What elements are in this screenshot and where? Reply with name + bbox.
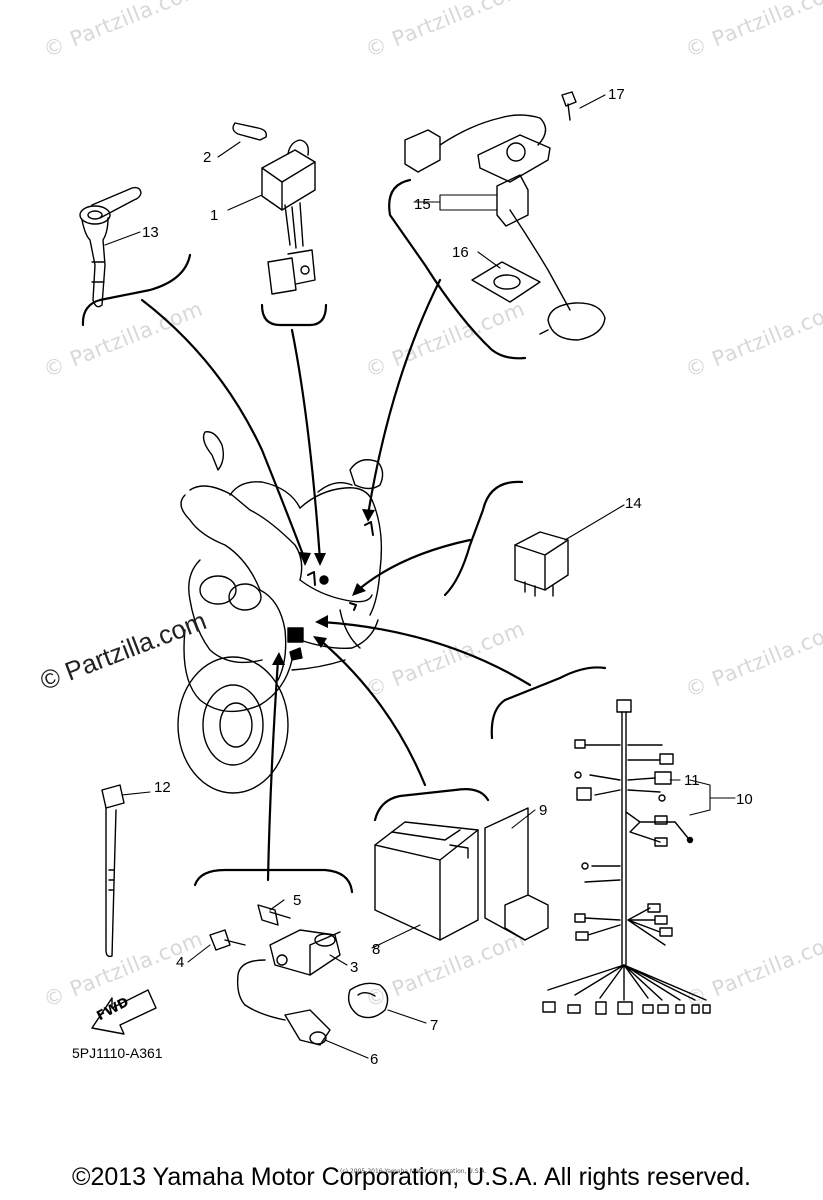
part-12-cable-tie	[101, 784, 125, 958]
callout-1: 1	[210, 207, 219, 224]
callout-14: 14	[625, 495, 642, 512]
part-3-ignition-coil	[269, 929, 341, 976]
diagram-code: 5PJ1110-A361	[72, 1045, 163, 1061]
arrow-heads	[272, 509, 375, 665]
fine-print: (c) 2005-2016 Yamaha Motor Corporation, …	[340, 1168, 487, 1175]
part-1-cdi-unit	[232, 122, 316, 295]
callout-5: 5	[293, 892, 302, 909]
part-4-bolt	[209, 929, 246, 951]
callout-17: 17	[608, 86, 625, 103]
callout-12: 12	[154, 779, 171, 796]
callout-13: 13	[142, 224, 159, 241]
part-15-fuel-sender	[404, 91, 606, 341]
part-10-wire-harness	[542, 699, 711, 1015]
group-brackets	[81, 178, 607, 894]
leader-arrows	[140, 278, 532, 882]
callout-16: 16	[452, 244, 469, 261]
part-7-cap	[347, 982, 389, 1019]
callout-2: 2	[203, 149, 212, 166]
callout-7: 7	[430, 1017, 439, 1034]
callout-11: 11	[684, 772, 700, 789]
callout-9: 9	[539, 802, 548, 819]
callout-3: 3	[350, 959, 359, 976]
scooter-mounted-parts	[287, 521, 374, 661]
callout-15: 15	[414, 196, 431, 213]
scooter-outline	[177, 431, 384, 794]
part-13-switch	[79, 186, 142, 308]
fwd-arrow-icon	[91, 989, 157, 1035]
part-9-battery-case	[484, 807, 549, 941]
callout-4: 4	[176, 954, 185, 971]
part-6-plug-cap	[236, 959, 331, 1046]
callout-6: 6	[370, 1051, 379, 1068]
part-8-battery	[374, 821, 479, 941]
callout-leaders	[104, 94, 736, 1059]
copyright-notice: ©2013 Yamaha Motor Corporation, U.S.A. A…	[72, 1163, 751, 1191]
callout-10: 10	[736, 791, 753, 808]
part-5-bolt	[257, 904, 291, 926]
part-14-relay	[514, 531, 569, 597]
callout-8: 8	[372, 941, 381, 958]
